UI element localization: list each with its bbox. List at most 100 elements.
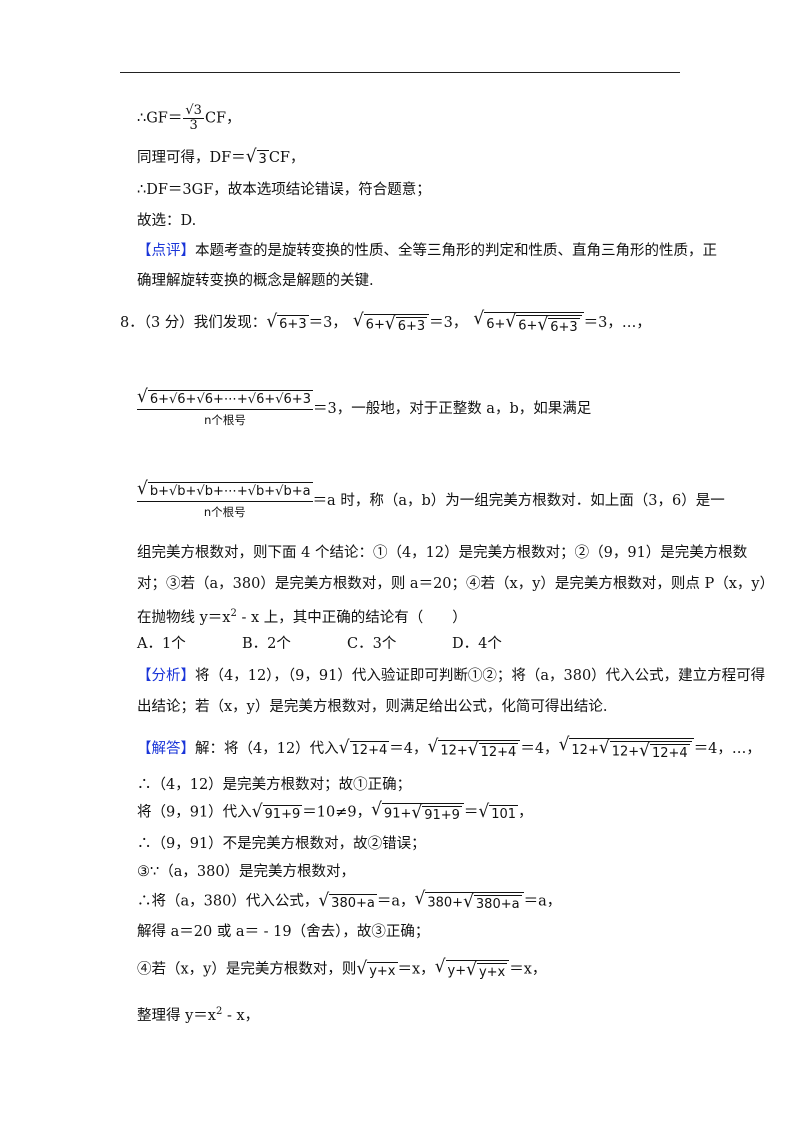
radicand: 12+√12+4: [609, 740, 692, 762]
radicand: 6+√6+3: [363, 312, 430, 335]
text: ＝a，: [376, 893, 415, 910]
sqrt: √y+x: [466, 959, 508, 981]
sqrt: √12+√12+√12+4: [559, 735, 694, 762]
text: 解：将（4，12）代入: [195, 741, 339, 757]
line-conclusion: ∴DF＝3GF，故本选项结论错误，符合题意；: [137, 182, 431, 198]
radicand: 6+3: [395, 316, 428, 334]
sqrt: √6+3: [384, 312, 428, 334]
solution-line-4: ∴（9，91）不是完美方根数对，故②错误；: [137, 836, 426, 852]
sqrt: √3: [245, 146, 269, 168]
header-rule: [120, 72, 680, 73]
text: ＝a，: [523, 893, 562, 910]
text: ④若（x，y）是完美方根数对，则: [137, 961, 357, 978]
radicand: y+x: [476, 963, 508, 980]
radicand: 101: [489, 804, 519, 822]
superscript: 2: [230, 608, 237, 619]
radicand: y+x: [367, 961, 398, 979]
text: CF，: [204, 110, 241, 127]
radicand: 12+4: [349, 741, 390, 758]
radicand: b+√b+√b+⋯+√b+√b+a: [147, 482, 313, 499]
text: - x，: [222, 1007, 260, 1024]
sqrt: √380+√380+a: [415, 889, 524, 913]
text: ＝3，…，: [583, 315, 651, 331]
choice-a[interactable]: A．1个: [137, 636, 186, 652]
text: ＝: [463, 804, 479, 821]
text: 将（4，12），（9，91）代入验证即可判断①②；将（a，380）代入公式，建立…: [195, 668, 766, 684]
text: 整理得 y＝x: [137, 1007, 216, 1024]
radicand: 12+√12+√12+4: [569, 738, 694, 762]
solution-line-3: 将（9，91）代入√91+9＝10≠9，√91+√91+9＝√101，: [137, 800, 533, 824]
solution-line-2: ∴（4，12）是完美方根数对；故①正确；: [137, 777, 412, 793]
solution-line-9: 整理得 y＝x2 - x，: [137, 1002, 259, 1026]
text: ＝4，…，: [693, 741, 761, 757]
choice-b[interactable]: B．2个: [242, 636, 291, 652]
comment-line-2: 确理解旋转变换的概念是解题的关键.: [137, 273, 374, 289]
analysis-line-2: 出结论；若（x，y）是完美方根数对，则满足给出公式，化简可得出结论.: [137, 699, 608, 715]
q8-line-1: 8．（3 分）我们发现：√6+3＝3，√6+√6+3＝3，√6+√6+√6+3＝…: [120, 309, 651, 336]
analysis-line-1: 【分析】将（4，12），（9，91）代入验证即可判断①②；将（a，380）代入公…: [137, 666, 765, 686]
term: 12+: [571, 743, 599, 758]
solution-line-6: ∴将（a，380）代入公式，√380+a＝a，√380+√380+a＝a，: [137, 889, 562, 913]
line-answer: 故选：D.: [137, 213, 197, 229]
text: ＝3，一般地，对于正整数 a，b，如果满足: [312, 401, 592, 417]
sqrt: √380+a: [463, 891, 522, 913]
radicand: 12+√12+4: [438, 738, 521, 761]
solution-tag: 【解答】: [137, 741, 195, 757]
sqrt: √101: [478, 800, 519, 822]
radicand: y+√y+x: [445, 959, 510, 981]
sqrt: √12+√12+4: [599, 738, 692, 762]
text: CF，: [268, 150, 305, 166]
sqrt: √6+√6+√6+3: [473, 309, 584, 336]
term: 91+: [383, 806, 412, 822]
radicand: 91+9: [262, 804, 303, 822]
q8-line-5: 对；③若（a，380）是完美方根数对，则 a＝20；④若（x，y）是完美方根数对…: [137, 576, 775, 592]
radicand: 6+3: [277, 315, 309, 332]
sqrt: √12+4: [467, 738, 519, 760]
text: 将（9，91）代入: [137, 804, 252, 821]
term: 6+: [486, 317, 506, 332]
term: 12+: [611, 744, 640, 760]
text: ＝x，: [509, 961, 547, 978]
text: ＝x，: [397, 961, 435, 978]
text: 本题考查的是旋转变换的性质、全等三角形的判定和性质、直角三角形的性质，正: [195, 243, 717, 259]
radicand: 380+√380+a: [425, 891, 524, 913]
text: ∴GF＝: [137, 110, 183, 127]
sqrt: √y+x: [356, 957, 398, 979]
radicand: 380+a: [473, 895, 522, 912]
text: ＝4，: [389, 741, 428, 757]
term: 6+: [518, 318, 538, 334]
term: y+: [447, 963, 467, 979]
q8-line-4: 组完美方根数对，则下面 4 个结论：①（4，12）是完美方根数对；②（9，91）…: [137, 545, 748, 561]
sqrt: √6+3: [537, 314, 580, 336]
comment-tag: 【点评】: [137, 243, 195, 259]
numerator: √3: [183, 103, 204, 119]
radicand: 380+a: [329, 893, 377, 911]
choice-c[interactable]: C．3个: [347, 636, 397, 652]
comment-line-1: 【点评】本题考查的是旋转变换的性质、全等三角形的判定和性质、直角三角形的性质，正: [137, 241, 717, 261]
choice-d[interactable]: D．4个: [452, 636, 502, 652]
radicand: 6+√6+√6+3: [484, 312, 584, 336]
term: 6+: [365, 317, 385, 332]
underbrace-label: n个根号: [204, 413, 246, 427]
sqrt: √91+9: [411, 802, 462, 824]
sqrt: √12+4: [639, 740, 690, 762]
radicand: 6+√6+√6+⋯+√6+√6+3: [147, 390, 313, 407]
choices: A．1个 B．2个 C．3个 D．4个: [137, 634, 557, 654]
sqrt: √91+9: [251, 800, 303, 822]
term: 12+: [440, 743, 468, 758]
radicand: 91+9: [422, 806, 462, 823]
superscript: 2: [215, 1006, 223, 1017]
sqrt: √6+√6+3: [353, 311, 430, 335]
sqrt: √12+4: [338, 737, 390, 759]
sqrt: √y+√y+x: [435, 957, 510, 981]
term: 380+: [427, 895, 464, 911]
solution-line-5: ③∵（a，380）是完美方根数对，: [137, 864, 356, 880]
underbrace-label: n个根号: [203, 505, 246, 519]
denominator: 3: [189, 118, 198, 133]
